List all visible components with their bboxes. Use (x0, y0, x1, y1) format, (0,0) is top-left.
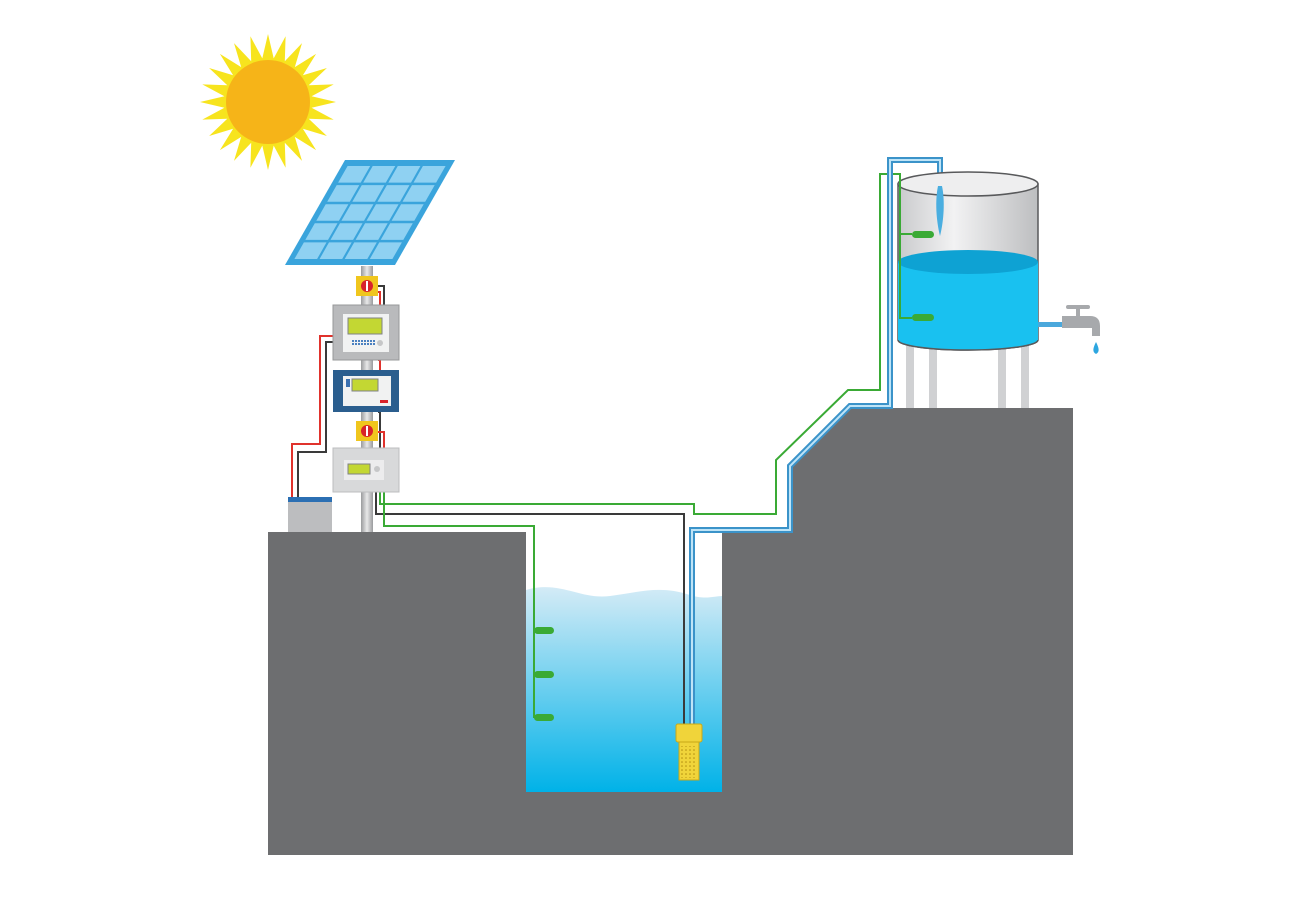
solar-cell-10 (341, 204, 374, 221)
solar-cell-5 (327, 185, 360, 202)
controller-2 (333, 370, 399, 412)
solar-cell-15 (355, 223, 388, 240)
keypad-key (370, 343, 372, 345)
solar-cell-14 (330, 223, 363, 240)
keypad-key (367, 343, 369, 345)
battery (288, 497, 332, 532)
keypad-key (355, 340, 357, 342)
solar-cell-3 (388, 166, 421, 183)
keypad-key (364, 340, 366, 342)
ground (268, 408, 1073, 855)
breaker-bottom (356, 421, 378, 441)
keypad-key (361, 343, 363, 345)
tank-sensor-2 (912, 314, 934, 321)
solar-cell-9 (316, 204, 349, 221)
solar-cell-7 (377, 185, 410, 202)
tank-level-sensors (895, 173, 934, 321)
battery-wiring (291, 335, 333, 497)
controller-3 (332, 447, 400, 493)
solar-cell-6 (352, 185, 385, 202)
submersible-pump (675, 723, 703, 781)
well-sensor-1 (534, 627, 554, 634)
water-tank (897, 171, 1039, 351)
keypad-key (352, 343, 354, 345)
controller-1 (332, 304, 400, 361)
keypad-key (373, 343, 375, 345)
keypad-key (358, 340, 360, 342)
solar-panel (285, 160, 455, 265)
tank-sensor-1 (912, 231, 934, 238)
keypad-key (361, 340, 363, 342)
well-wiring (375, 173, 895, 724)
tank-legs (906, 340, 1029, 408)
faucet-icon (1038, 305, 1100, 354)
solar-cell-16 (380, 223, 413, 240)
solar-cell-11 (366, 204, 399, 221)
solar-cell-8 (402, 185, 435, 202)
solar-cell-2 (363, 166, 396, 183)
keypad-key (370, 340, 372, 342)
breaker-top (356, 276, 378, 296)
water-well (526, 587, 722, 792)
solar-cell-13 (305, 223, 338, 240)
keypad-key (373, 340, 375, 342)
keypad-key (355, 343, 357, 345)
well-level-sensors (534, 627, 554, 721)
solar-cell-19 (344, 242, 377, 259)
solar-cell-17 (294, 242, 327, 259)
solar-cell-1 (338, 166, 371, 183)
solar-cell-12 (391, 204, 424, 221)
water-pipe (689, 157, 943, 724)
keypad-key (358, 343, 360, 345)
solar-cell-4 (413, 166, 446, 183)
keypad-key (364, 343, 366, 345)
sun-icon (200, 34, 336, 170)
well-sensor-2 (534, 671, 554, 678)
solar-cell-18 (319, 242, 352, 259)
keypad-key (352, 340, 354, 342)
keypad-key (367, 340, 369, 342)
solar-cell-20 (369, 242, 402, 259)
well-sensor-3 (534, 714, 554, 721)
